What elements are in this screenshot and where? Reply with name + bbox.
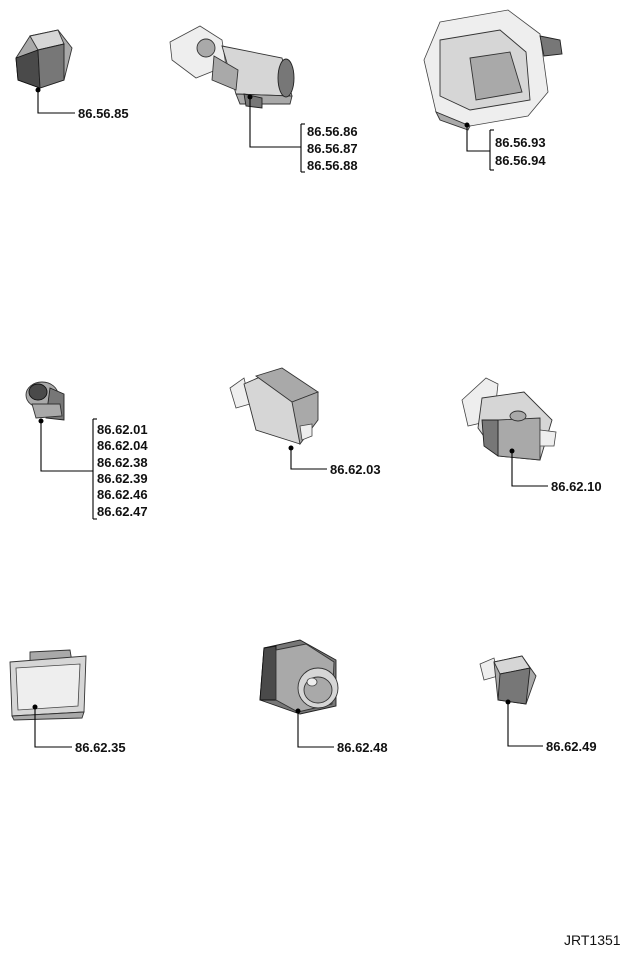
part-86-56-86-group[interactable]: 86.56.86 86.56.87 86.56.88 [169, 25, 358, 173]
part-drawing [15, 29, 73, 89]
part-drawing [461, 377, 557, 461]
part-drawing [25, 381, 65, 421]
part-drawing [229, 367, 319, 446]
part-drawing [259, 639, 339, 715]
part-label: 86.56.86 [307, 124, 358, 139]
reference-code: JRT1351 [564, 932, 621, 948]
part-drawing [423, 9, 563, 131]
part-drawing [169, 25, 295, 109]
part-86-62-01-group[interactable]: 86.62.01 86.62.04 86.62.38 86.62.39 86.6… [25, 381, 148, 520]
part-label: 86.56.93 [495, 135, 546, 150]
part-86-62-03[interactable]: 86.62.03 [229, 367, 381, 477]
part-86-56-93-group[interactable]: 86.56.93 86.56.94 [423, 9, 563, 171]
part-86-62-49[interactable]: 86.62.49 [479, 655, 597, 754]
part-drawing [479, 655, 537, 705]
part-label: 86.62.04 [97, 438, 148, 453]
part-label: 86.56.87 [307, 141, 358, 156]
part-86-56-85[interactable]: 86.56.85 [15, 29, 129, 121]
part-label: 86.62.35 [75, 740, 126, 755]
part-drawing [9, 649, 87, 721]
part-label: 86.56.85 [78, 106, 129, 121]
part-label: 86.62.46 [97, 487, 148, 502]
part-label: 86.56.88 [307, 158, 358, 173]
part-label: 86.62.48 [337, 740, 388, 755]
part-label: 86.62.03 [330, 462, 381, 477]
part-86-62-48[interactable]: 86.62.48 [259, 639, 388, 755]
part-label: 86.56.94 [495, 153, 546, 168]
part-label: 86.62.10 [551, 479, 602, 494]
part-label: 86.62.47 [97, 504, 148, 519]
part-label: 86.62.39 [97, 471, 148, 486]
part-label: 86.62.38 [97, 455, 148, 470]
part-86-62-35[interactable]: 86.62.35 [9, 649, 126, 755]
part-86-62-10[interactable]: 86.62.10 [461, 377, 602, 494]
part-label: 86.62.49 [546, 739, 597, 754]
part-label: 86.62.01 [97, 422, 148, 437]
